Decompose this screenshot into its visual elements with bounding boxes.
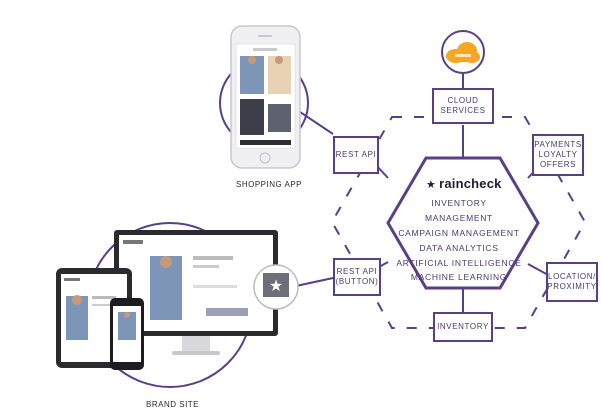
node-rest-api-button: REST API (BUTTON) [333, 258, 381, 296]
hub-capabilities-list: INVENTORY MANAGEMENT CAMPAIGN MANAGEMENT… [396, 196, 522, 285]
shopping-app-caption: SHOPPING APP [236, 180, 303, 189]
smartphone-icon [230, 25, 301, 169]
brand-site-caption: BRAND SITE [146, 400, 200, 409]
cloud-label-2: SERVICES [440, 106, 486, 115]
cloud-label-1: CLOUD [447, 96, 479, 105]
raincheck-logo: ★raincheck [426, 176, 502, 191]
svg-text:★: ★ [269, 276, 283, 295]
hub-item: ARTIFICIAL INTELLIGENCE [396, 257, 522, 268]
payments-label-1: PAYMENTS [534, 140, 582, 149]
node-location: LOCATION/ PROXIMITY [546, 262, 598, 302]
node-payments: PAYMENTS LOYALTY OFFERS [532, 134, 584, 176]
link-shopping-app [299, 111, 334, 135]
cloud-icon [441, 30, 485, 74]
hub-item: INVENTORY MANAGEMENT [425, 198, 493, 223]
hub-item: CAMPAIGN MANAGEMENT [398, 227, 520, 238]
central-hexagon [386, 156, 540, 290]
inventory-label: INVENTORY [437, 322, 489, 331]
rest-api-button-label-2: (BUTTON) [335, 277, 379, 286]
payments-label-2: LOYALTY [538, 150, 578, 159]
rest-api-button-label-1: REST API [336, 267, 378, 276]
star-icon: ★ [426, 179, 437, 191]
payments-label-3: OFFERS [539, 160, 577, 169]
node-inventory: INVENTORY [433, 312, 493, 342]
raincheck-button-icon: ★ [253, 264, 299, 310]
location-label-1: LOCATION/ [548, 272, 596, 281]
rest-api-label: REST API [335, 150, 377, 159]
mobile-phone-icon [110, 298, 144, 370]
hub-item: DATA ANALYTICS [419, 242, 499, 253]
node-cloud-services: CLOUD SERVICES [432, 88, 494, 124]
brand-name: raincheck [439, 176, 502, 191]
location-label-2: PROXIMITY [547, 282, 597, 291]
hub-item: MACHINE LEARNING [410, 272, 508, 283]
link-brand-site [295, 277, 334, 287]
node-rest-api: REST API [333, 136, 379, 174]
outer-dashed-hexagon [330, 116, 587, 329]
